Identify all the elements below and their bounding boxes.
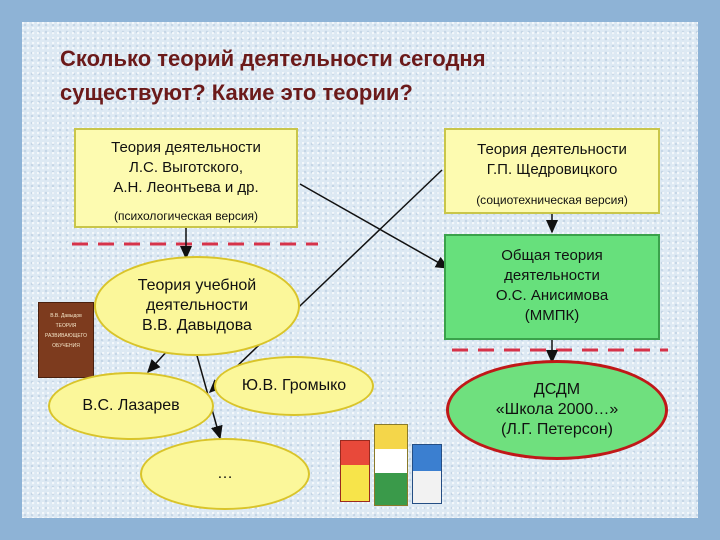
slide-title: Сколько теорий деятельности сегодня суще… xyxy=(60,42,620,110)
lazarev-label: В.С. Лазарев xyxy=(82,397,180,414)
others-label: … xyxy=(217,465,233,482)
vygotsky-line-2: Л.С. Выготского, xyxy=(128,159,244,176)
dsdm-line-2: «Школа 2000…» xyxy=(495,401,619,418)
anisimov-line-3: О.С. Анисимова xyxy=(495,287,609,304)
book-line-1: В.В. Давыдов xyxy=(50,313,82,319)
arrow-davydov-to-lazarev xyxy=(146,349,169,374)
box-anisimov-theory: Общая теория деятельности О.С. Анисимова… xyxy=(444,234,660,340)
book-line-4: ОБУЧЕНИЯ xyxy=(52,343,80,349)
davydov-line-3: В.В. Давыдова xyxy=(142,317,252,334)
vygotsky-sub: (психологическая версия) xyxy=(113,209,259,223)
ellipse-gromyko: Ю.В. Громыко xyxy=(214,356,374,416)
frame-left xyxy=(0,0,22,540)
gromyko-label: Ю.В. Громыко xyxy=(241,377,347,394)
anisimov-line-2: деятельности xyxy=(504,267,600,284)
shchedrovitsky-line-1: Теория деятельности xyxy=(477,141,627,158)
anisimov-line-4: (ММПК) xyxy=(524,307,580,324)
shchedrovitsky-sub: (социотехническая версия) xyxy=(476,193,628,207)
book-line-3: РАЗВИВАЮЩЕГО xyxy=(44,333,88,339)
textbook-cover-1 xyxy=(340,440,370,502)
anisimov-line-1: Общая теория xyxy=(501,247,603,264)
davydov-line-2: деятельности xyxy=(145,297,249,314)
vygotsky-line-1: Теория деятельности xyxy=(111,139,261,156)
ellipse-others: … xyxy=(140,438,310,510)
textbook-cover-3 xyxy=(412,444,442,504)
arrow-shchedrovitsky-to-lazarev xyxy=(208,169,443,394)
ellipse-lazarev: В.С. Лазарев xyxy=(48,372,214,440)
shchedrovitsky-line-2: Г.П. Щедровицкого xyxy=(486,161,618,178)
frame-right xyxy=(698,0,720,540)
vygotsky-line-3: А.Н. Леонтьева и др. xyxy=(113,179,259,196)
dsdm-line-1: ДСДМ xyxy=(533,381,581,398)
dsdm-line-3: (Л.Г. Петерсон) xyxy=(501,421,613,438)
box-shchedrovitsky-theory: Теория деятельности Г.П. Щедровицкого (с… xyxy=(444,128,660,214)
book-line-2: ТЕОРИЯ xyxy=(55,323,77,329)
ellipse-davydov-theory: Теория учебной деятельности В.В. Давыдов… xyxy=(94,256,300,356)
arrow-vygotsky-to-anisimov xyxy=(299,183,450,269)
frame-bottom xyxy=(0,518,720,540)
davydov-line-1: Теория учебной xyxy=(137,277,257,294)
ellipse-dsdm: ДСДМ «Школа 2000…» (Л.Г. Петерсон) xyxy=(446,360,668,460)
frame-top xyxy=(0,0,720,22)
title-line-1: Сколько теорий деятельности сегодня xyxy=(60,46,486,71)
textbook-cover-2 xyxy=(374,424,408,506)
book-davydov-cover: В.В. Давыдов ТЕОРИЯ РАЗВИВАЮЩЕГО ОБУЧЕНИ… xyxy=(38,302,94,378)
box-vygotsky-theory: Теория деятельности Л.С. Выготского, А.Н… xyxy=(74,128,298,228)
title-line-2: существуют? Какие это теории? xyxy=(60,80,413,105)
